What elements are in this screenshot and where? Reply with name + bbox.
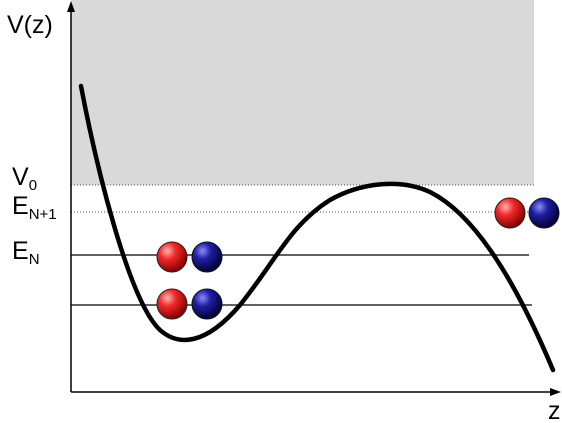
red-sphere-icon (156, 241, 188, 273)
x-axis-label: z (548, 397, 561, 423)
y-axis-arrowhead (67, 1, 75, 12)
blue-sphere-icon (191, 241, 223, 273)
y-axis-label: V(z) (7, 11, 53, 39)
e-n-plus-1-label: EN+1 (12, 192, 57, 223)
v0-label: V0 (12, 163, 37, 194)
particle-pair-escaped (494, 197, 560, 229)
particle-pair-e-n (156, 241, 223, 273)
v0-label-sub: 0 (29, 177, 37, 194)
e-n-label-sub: N (29, 251, 40, 268)
e-n-plus-1-label-main: E (12, 192, 29, 220)
e-n-label: EN (12, 237, 40, 268)
blue-sphere-icon (191, 288, 223, 320)
forbidden-region (71, 0, 534, 185)
potential-curve (78, 83, 556, 373)
blue-sphere-icon (528, 197, 560, 229)
e-n-label-main: E (12, 237, 29, 265)
x-axis-arrowhead (550, 388, 561, 396)
e-n-plus-1-label-sub: N+1 (29, 206, 57, 223)
red-sphere-icon (494, 197, 526, 229)
particle-pair-lower (156, 288, 223, 320)
red-sphere-icon (156, 288, 188, 320)
v0-label-main: V (12, 163, 29, 191)
